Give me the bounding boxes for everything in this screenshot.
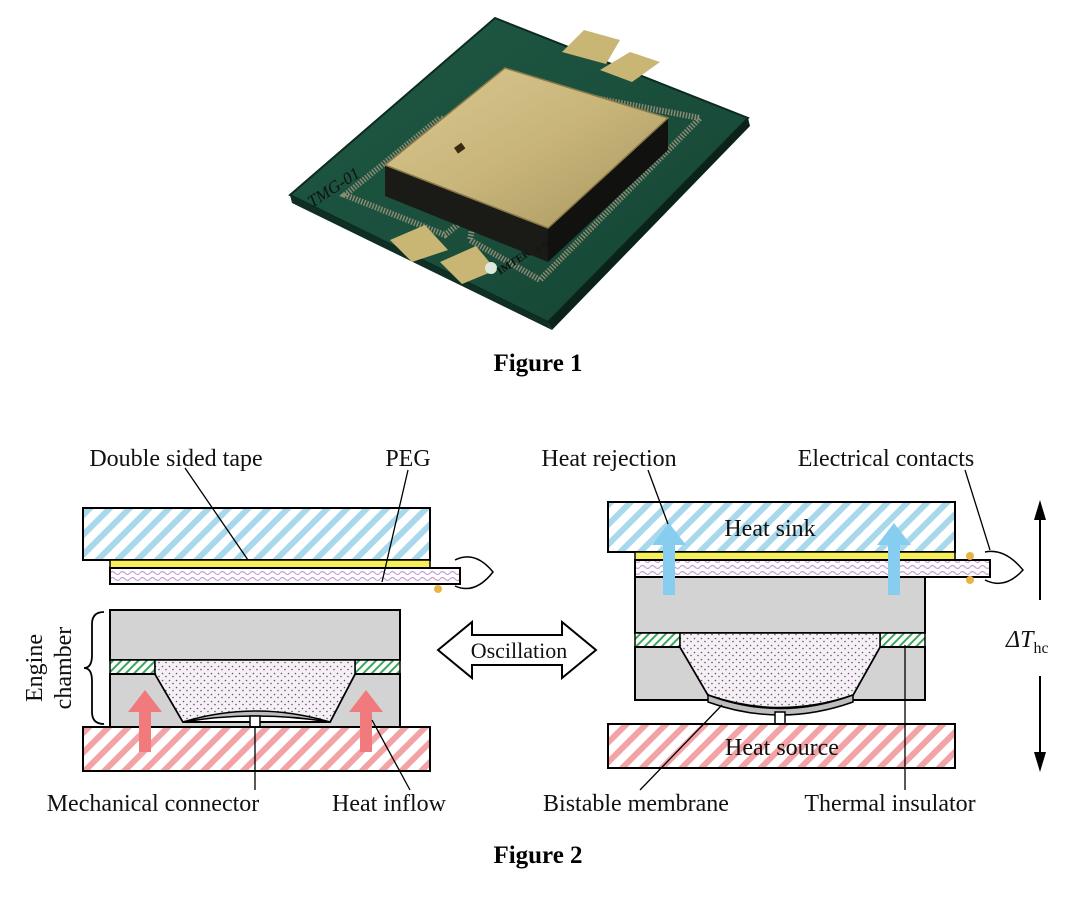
mechanical-connector-right [774, 711, 786, 725]
heat-rejection-arrow-1 [652, 523, 686, 595]
pcb-edge [290, 195, 552, 330]
peg-right [634, 559, 991, 578]
heat-inflow-arrow-2 [349, 690, 383, 752]
label-heat-sink: Heat sink [724, 516, 815, 542]
label-heat-inflow: Heat inflow [332, 791, 447, 817]
label-mechanical-connector: Mechanical connector [47, 791, 260, 817]
gold-pad-left [390, 225, 448, 262]
heat-source-right [607, 723, 956, 769]
label-heat-source: Heat source [725, 735, 839, 761]
right-state [607, 469, 1046, 791]
leader-inflow [371, 719, 411, 791]
figure-2-caption: Figure 2 [493, 842, 583, 869]
contact-right [984, 550, 1024, 585]
stack-side-front [385, 165, 548, 262]
engine-chamber-brace [83, 611, 105, 725]
contact-dot-right-b [966, 576, 974, 584]
insulator-left-b [354, 659, 401, 675]
tape-right [634, 551, 956, 561]
insulator-right-b [879, 632, 926, 648]
leader-membrane [639, 704, 723, 791]
gold-pad-top [562, 30, 620, 64]
gold-pad-left2 [440, 246, 496, 284]
engine-chamber-label-2: chamber [51, 627, 77, 710]
center-marker [454, 142, 466, 154]
peg-left [109, 567, 461, 585]
label-thermal-insulator: Thermal insulator [804, 791, 975, 817]
coil-trace-left [339, 114, 546, 239]
oscillation-arrow [436, 619, 598, 681]
insulator-right-a [634, 632, 681, 648]
label-delta-t: ΔThc [1005, 627, 1049, 657]
leader-tape [184, 467, 249, 561]
heat-rejection-arrow-2 [877, 523, 911, 595]
left-state: Engine chamber [22, 467, 494, 791]
gold-top-plate [383, 67, 670, 229]
label-bistable-membrane: Bistable membrane [543, 791, 729, 817]
heat-inflow-arrow-1 [128, 690, 162, 752]
coil-trace-right [466, 76, 707, 284]
label-electrical-contacts: Electrical contacts [798, 446, 975, 472]
figure-1-caption: Figure 1 [493, 350, 583, 377]
stack-side-right [548, 118, 668, 262]
label-peg: PEG [385, 446, 430, 472]
contact-left [454, 556, 494, 590]
heat-source-left [82, 726, 431, 772]
imtek-logo-icon [485, 262, 497, 274]
delta-t-arrowhead-down [1034, 752, 1046, 772]
label-heat-rejection: Heat rejection [541, 446, 676, 472]
insulator-left-a [109, 659, 156, 675]
delta-t-arrowhead-up [1034, 500, 1046, 520]
tape-left [109, 559, 431, 569]
label-delta-t-subscript: hc [1033, 640, 1048, 657]
contact-dot-left [434, 585, 442, 593]
leader-peg [381, 469, 409, 583]
membrane-right [707, 693, 854, 716]
leader-contacts [964, 469, 991, 551]
heat-sink-left [82, 507, 431, 561]
chip-photo: TMG-01 IMTEK KVR [288, 16, 750, 330]
pcb-edge-right [548, 118, 750, 330]
label-oscillation: Oscillation [471, 638, 568, 663]
gold-contact-strip [600, 52, 660, 82]
membrane-left [182, 710, 331, 723]
engine-chamber-label-1: Engine [22, 634, 48, 702]
contact-dot-right [966, 552, 974, 560]
label-delta-t-symbol: ΔT [1005, 627, 1035, 653]
chamber-upper-right [634, 576, 926, 634]
leader-heat-rejection [647, 469, 669, 525]
label-double-sided-tape: Double sided tape [89, 446, 262, 472]
chamber-upper-left [109, 609, 401, 661]
